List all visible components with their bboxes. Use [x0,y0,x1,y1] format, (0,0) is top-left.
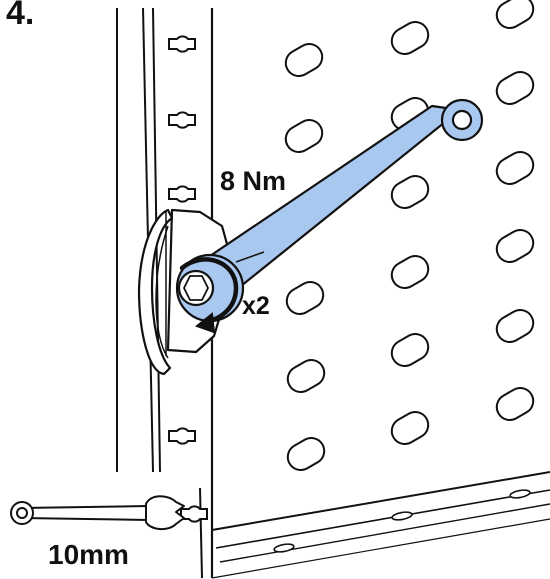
wrench-size-label: 10mm [48,539,129,570]
small-wrench-icon [10,495,185,530]
combination-wrench-icon [175,98,484,323]
pegboard-slots [284,0,535,471]
torque-label: 8 Nm [220,166,287,196]
repeat-count-label: x2 [242,292,270,320]
step-number: 4. [6,0,35,32]
clockwise-arrow-icon [179,257,239,334]
